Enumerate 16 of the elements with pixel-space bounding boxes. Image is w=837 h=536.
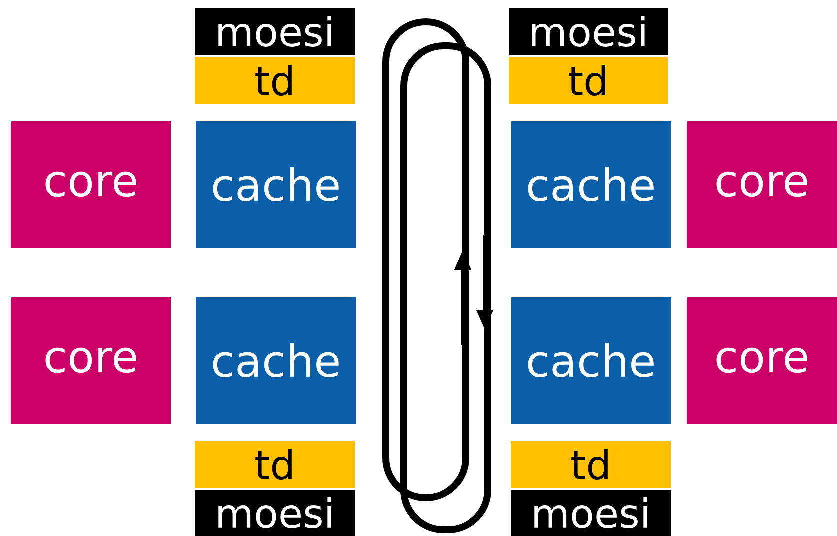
core-box: core [11, 297, 171, 424]
state-label: td [511, 441, 671, 488]
state-label: moesi [511, 490, 671, 536]
state-label: moesi [195, 8, 355, 55]
cache-box: cache [511, 121, 671, 248]
state-label: td [195, 57, 355, 104]
cache-box: cache [196, 121, 356, 248]
state-label: td [509, 57, 668, 104]
core-box: core [687, 121, 837, 248]
cache-box: cache [196, 297, 356, 424]
cache-box: cache [511, 297, 671, 424]
state-label: moesi [195, 490, 355, 536]
core-box: core [11, 121, 171, 248]
state-label: moesi [509, 8, 668, 55]
state-label: td [195, 441, 355, 488]
core-box: core [687, 297, 837, 424]
